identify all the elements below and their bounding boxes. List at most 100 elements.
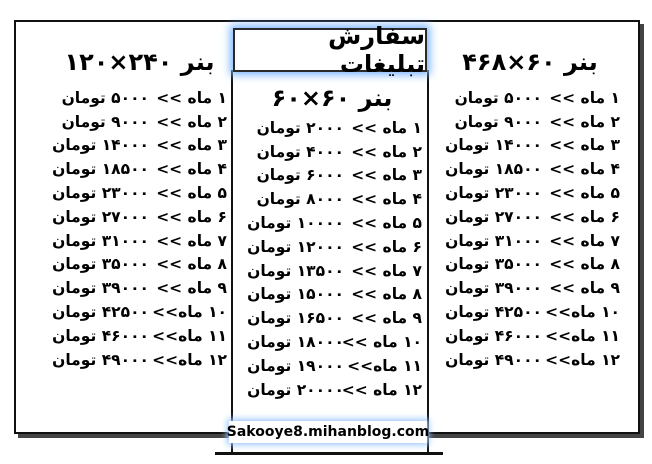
price-value: ۴۶۰۰۰ تومان	[445, 326, 542, 345]
duration-label: ۱۲ ماه>>	[152, 350, 227, 369]
duration-label: ۷ ماه >>	[549, 231, 620, 250]
duration-label: ۱۱ ماه>>	[347, 356, 422, 375]
price-row: ۴ ماه >>۱۸۵۰۰ تومان	[440, 157, 620, 181]
price-value: ۱۸۰۰۰ تومان	[247, 333, 344, 352]
column-title: بنر ۶۰×۶۰	[271, 84, 393, 112]
price-row: ۹ ماه >>۱۶۵۰۰ تومان	[242, 306, 422, 330]
duration-label: ۷ ماه >>	[351, 261, 422, 280]
price-value: ۲۷۰۰۰ تومان	[445, 207, 542, 226]
price-value: ۲۳۰۰۰ تومان	[445, 184, 542, 203]
price-value: ۲۰۰۰۰ تومان	[247, 380, 344, 399]
price-row: ۳ ماه >>۶۰۰۰ تومان	[242, 164, 422, 188]
price-value: ۱۴۰۰۰ تومان	[52, 136, 149, 155]
price-row: ۸ ماه >> ۳۵۰۰۰ تومان	[52, 253, 227, 277]
duration-label: ۱۰ ماه>>	[545, 303, 620, 322]
price-list: ۱ ماه >> ۲۰۰۰ تومان ۲ ماه >> ۴۰۰۰ تومان ۳ ما…	[242, 116, 422, 402]
duration-label: ۵ ماه >>	[156, 184, 227, 203]
duration-label: ۸ ماه >>	[156, 255, 227, 274]
page-title: سفارش تبلیغات	[328, 22, 425, 78]
duration-label: ۶ ماه >>	[156, 207, 227, 226]
duration-label: ۱۱ ماه>>	[152, 326, 227, 345]
column-title: بنر ۲۴۰×۱۲۰	[64, 48, 215, 76]
price-row: ۱۱ ماه>>۱۹۰۰۰ تومان	[242, 354, 422, 378]
price-row: ۱ ماه >>۵۰۰۰ تومان	[52, 86, 227, 110]
price-value: ۶۰۰۰ تومان	[256, 166, 344, 185]
price-row: ۲ ماه >> ۴۰۰۰ تومان	[242, 140, 422, 164]
price-value: ۳۹۰۰۰ تومان	[52, 279, 149, 298]
price-value: ۱۹۰۰۰ تومان	[247, 356, 344, 375]
price-value: ۴۶۰۰۰ تومان	[52, 326, 149, 345]
duration-label: ۴ ماه >>	[156, 160, 227, 179]
duration-label: ۶ ماه >>	[549, 207, 620, 226]
duration-label: ۴ ماه >>	[549, 160, 620, 179]
duration-label: ۱۱ ماه>>	[545, 326, 620, 345]
duration-label: ۱۰ ماه >>	[341, 333, 422, 352]
price-row: ۵ ماه >>۱۰۰۰۰ تومان	[242, 211, 422, 235]
column-divider-left	[231, 70, 233, 455]
duration-label: ۱ ماه >>	[156, 88, 227, 107]
price-value: ۴۲۵۰۰ تومان	[52, 303, 149, 322]
price-row: ۷ ماه >> ۳۱۰۰۰ تومان	[440, 229, 620, 253]
duration-label: ۸ ماه >>	[351, 285, 422, 304]
price-value: ۳۱۰۰۰ تومان	[445, 231, 542, 250]
site-url-link[interactable]: Sakooye8.mihanblog.com	[227, 421, 429, 443]
price-row: ۸ ماه >>۱۵۰۰۰ تومان	[242, 283, 422, 307]
price-value: ۲۷۰۰۰ تومان	[52, 207, 149, 226]
price-value: ۲۰۰۰ تومان	[256, 118, 344, 137]
price-value: ۴۹۰۰۰ تومان	[52, 350, 149, 369]
price-value: ۸۰۰۰ تومان	[256, 190, 344, 209]
price-row: ۹ ماه >> ۳۹۰۰۰ تومان	[52, 276, 227, 300]
duration-label: ۲ ماه >>	[351, 142, 422, 161]
price-value: ۴۲۵۰۰ تومان	[445, 303, 542, 322]
price-row: ۴ ماه >> ۸۰۰۰ تومان	[242, 187, 422, 211]
bottom-divider	[215, 452, 443, 455]
price-row: ۱۲ ماه >>۲۰۰۰۰ تومان	[242, 378, 422, 402]
duration-label: ۱۰ ماه>>	[152, 303, 227, 322]
price-row: ۱۰ ماه>>۴۲۵۰۰ تومان	[52, 300, 227, 324]
price-value: ۱۶۵۰۰ تومان	[247, 309, 344, 328]
price-row: ۶ ماه >> ۲۷۰۰۰ تومان	[52, 205, 227, 229]
price-row: ۹ ماه >> ۳۹۰۰۰ تومان	[440, 276, 620, 300]
price-value: ۱۲۰۰۰ تومان	[247, 237, 344, 256]
duration-label: ۸ ماه >>	[549, 255, 620, 274]
price-row: ۳ ماه >>۱۴۰۰۰ تومان	[440, 134, 620, 158]
price-row: ۱۲ ماه>>۴۹۰۰۰ تومان	[52, 348, 227, 372]
page-title-box: سفارش تبلیغات	[233, 22, 427, 78]
price-value: ۹۰۰۰ تومان	[61, 112, 149, 131]
price-value: ۱۴۰۰۰ تومان	[445, 136, 542, 155]
price-row: ۱۱ ماه>>۴۶۰۰۰ تومان	[52, 324, 227, 348]
price-row: ۱ ماه >> ۲۰۰۰ تومان	[242, 116, 422, 140]
price-value: ۲۳۰۰۰ تومان	[52, 184, 149, 203]
price-row: ۲ ماه >> ۹۰۰۰ تومان	[440, 110, 620, 134]
price-row: ۷ ماه >> ۳۱۰۰۰ تومان	[52, 229, 227, 253]
duration-label: ۴ ماه >>	[351, 190, 422, 209]
price-value: ۴۹۰۰۰ تومان	[445, 350, 542, 369]
price-value: ۵۰۰۰ تومان	[454, 88, 542, 107]
column-divider-right	[427, 70, 429, 455]
price-row: ۳ ماه >>۱۴۰۰۰ تومان	[52, 134, 227, 158]
duration-label: ۱ ماه >>	[549, 88, 620, 107]
price-value: ۳۵۰۰۰ تومان	[52, 255, 149, 274]
price-row: ۱۰ ماه >>۱۸۰۰۰ تومان	[242, 330, 422, 354]
duration-label: ۹ ماه >>	[549, 279, 620, 298]
price-row: ۶ ماه >>۱۲۰۰۰ تومان	[242, 235, 422, 259]
price-list: ۱ ماه >> ۵۰۰۰ تومان ۲ ماه >> ۹۰۰۰ تومان ۳ ما…	[440, 86, 620, 372]
price-value: ۳۹۰۰۰ تومان	[445, 279, 542, 298]
price-row: ۸ ماه >>۳۵۰۰۰ تومان	[440, 253, 620, 277]
price-row: ۵ ماه >> ۲۳۰۰۰ تومان	[440, 181, 620, 205]
price-value: ۴۰۰۰ تومان	[256, 142, 344, 161]
price-value: ۹۰۰۰ تومان	[454, 112, 542, 131]
duration-label: ۷ ماه >>	[156, 231, 227, 250]
banner-60x60-column: بنر ۶۰×۶۰ ۱ ماه >> ۲۰۰۰ تومان ۲ ماه >> ۴۰۰۰…	[242, 82, 422, 402]
price-row: ۱۰ ماه>>۴۲۵۰۰ تومان	[440, 300, 620, 324]
price-row: ۵ ماه >> ۲۳۰۰۰ تومان	[52, 181, 227, 205]
price-value: ۳۱۰۰۰ تومان	[52, 231, 149, 250]
price-row: ۱ ماه >> ۵۰۰۰ تومان	[440, 86, 620, 110]
duration-label: ۲ ماه >>	[549, 112, 620, 131]
ad-pricing-frame	[14, 20, 640, 434]
duration-label: ۵ ماه >>	[549, 184, 620, 203]
duration-label: ۱ ماه >>	[351, 118, 422, 137]
duration-label: ۹ ماه >>	[156, 279, 227, 298]
